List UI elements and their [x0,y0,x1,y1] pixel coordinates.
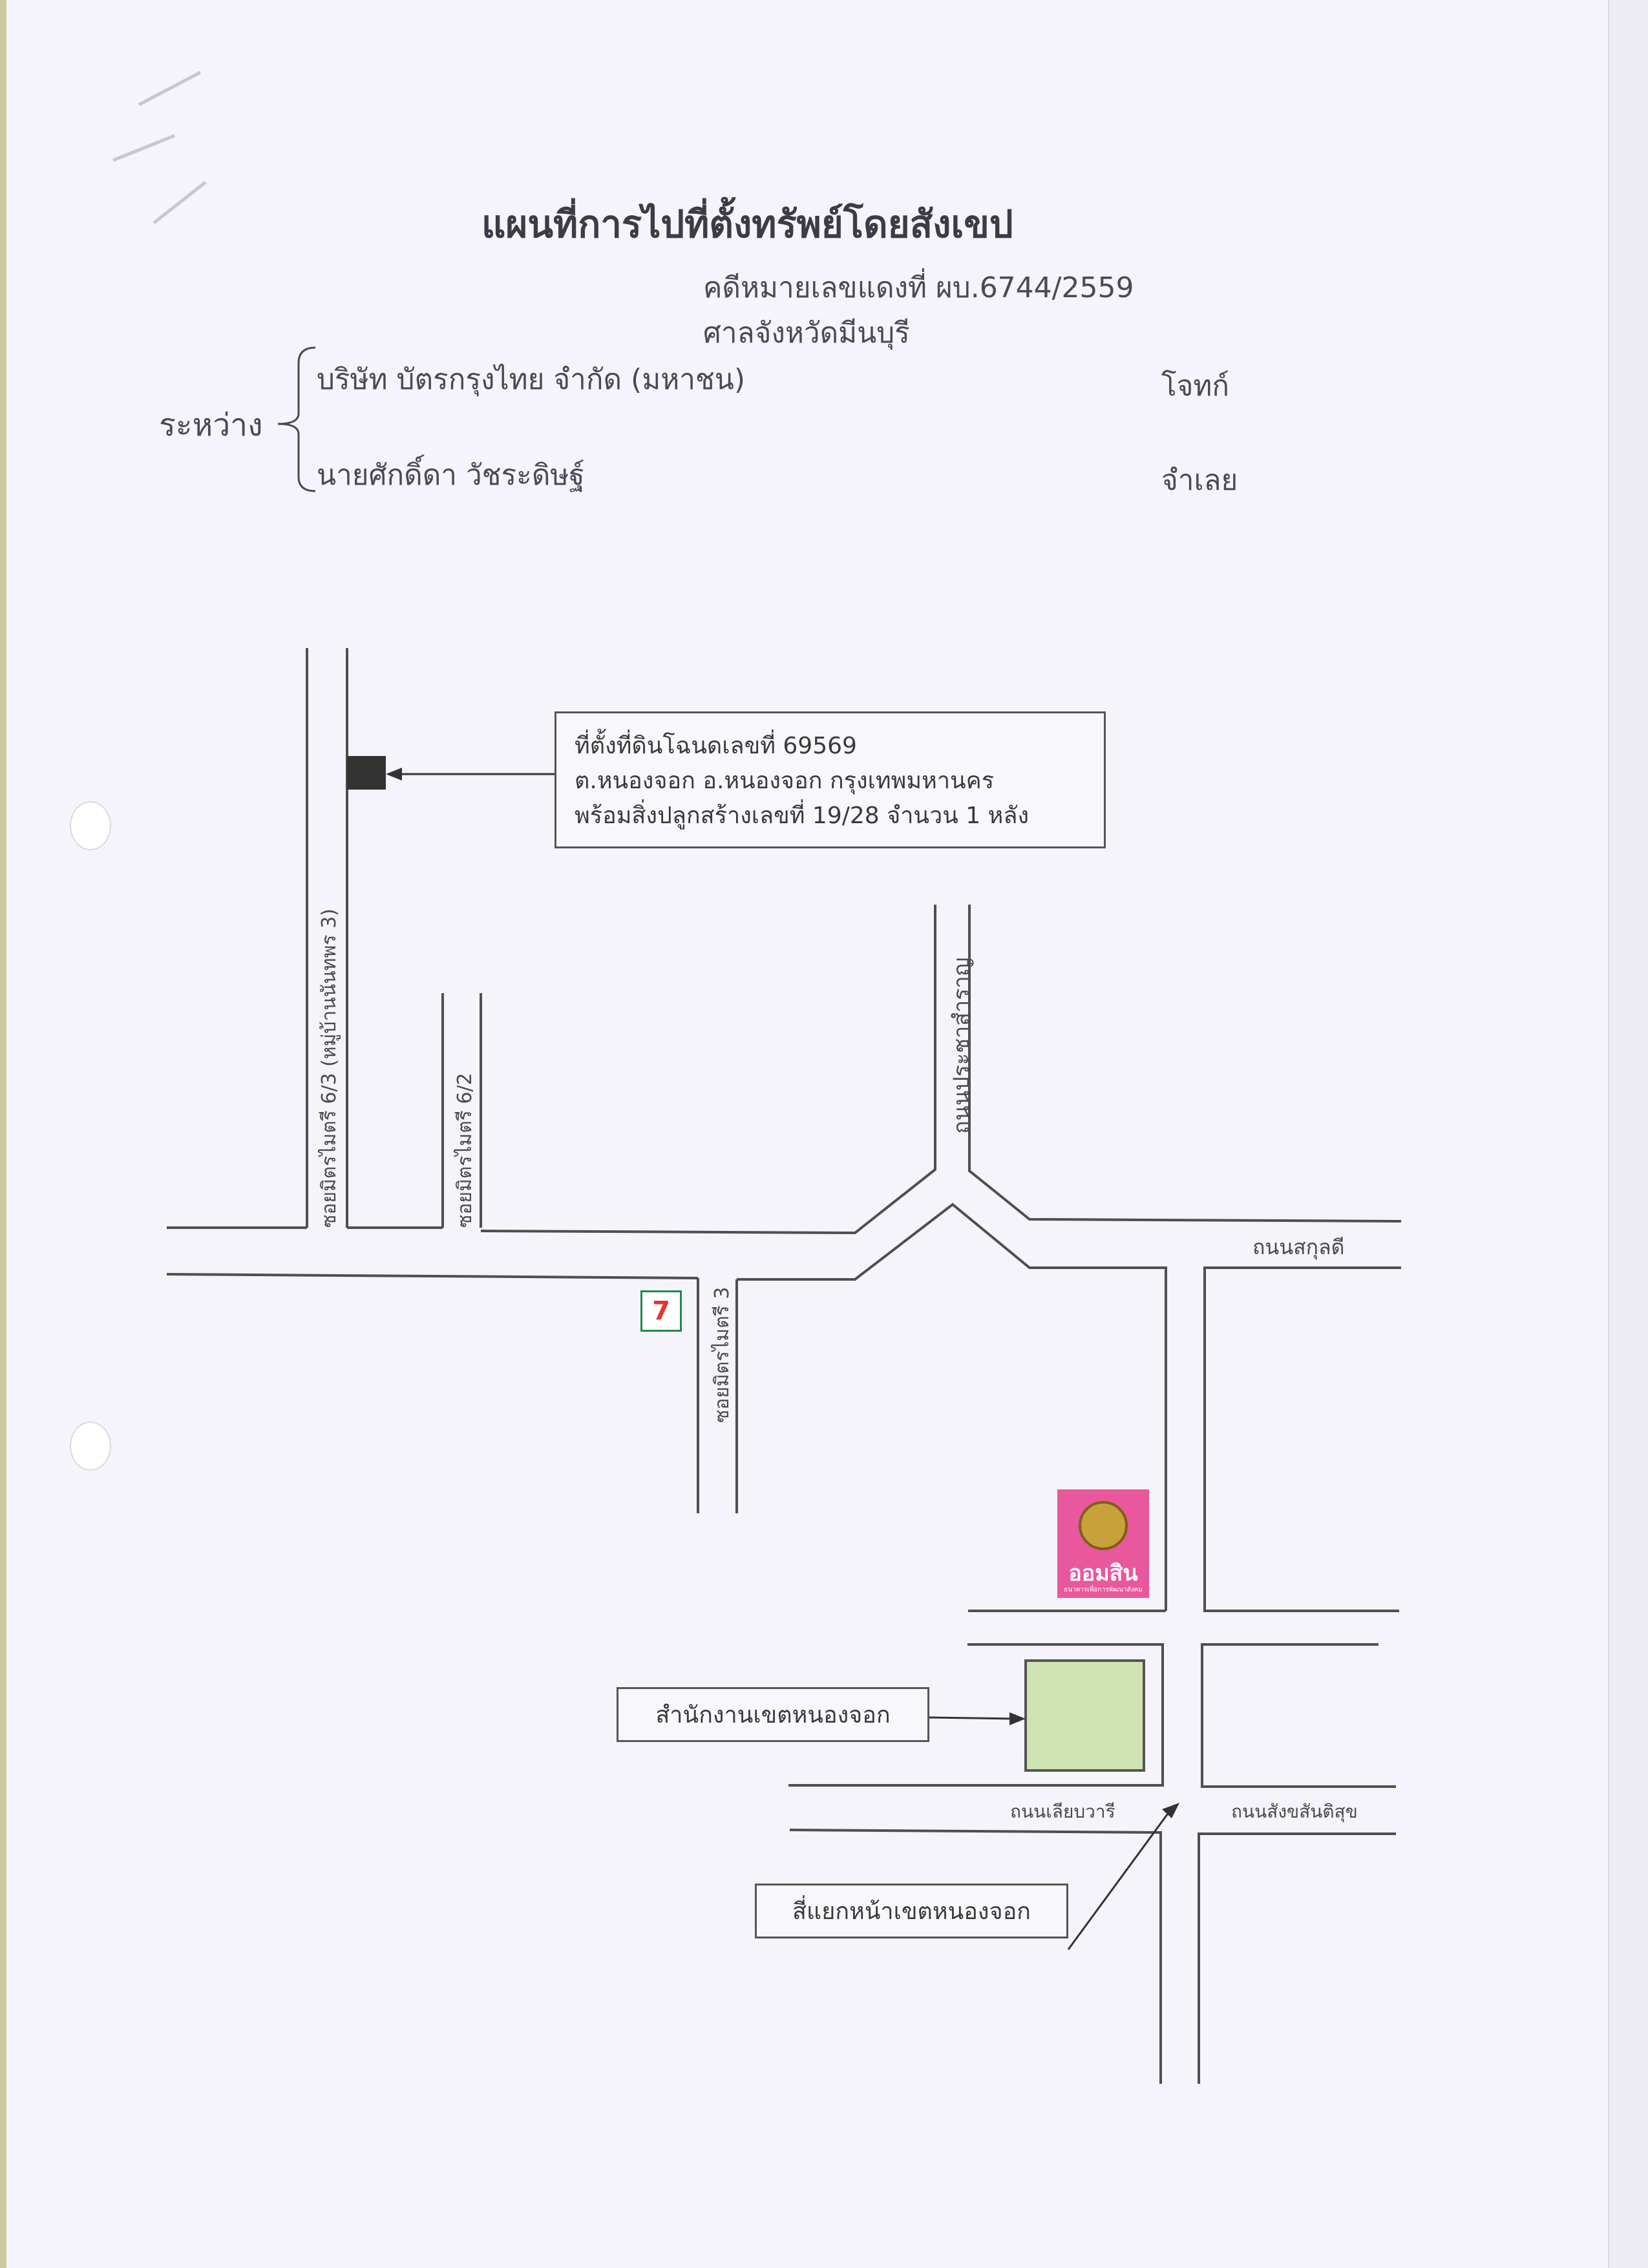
plaintiff-name: บริษัท บัตรกรุงไทย จำกัด (มหาชน) [317,363,746,396]
gsb-seal-icon [1079,1501,1128,1550]
gsb-bank-icon: ออมสิน ธนาคารเพื่อการพัฒนาสังคม [1057,1489,1149,1598]
road-label-sukhaphiban: ถนนสกุลดี [1252,1235,1345,1259]
page-edge [1608,0,1648,2268]
road-label-sangkhasan-tisuk: ถนนสังขสันติสุข [1231,1801,1358,1822]
staple-marks [112,70,207,224]
defendant-role: จำเลย [1161,464,1238,497]
property-building-line: พร้อมสิ่งปลูกสร้างเลขที่ 19/28 จำนวน 1 ห… [575,803,1030,829]
party-brace [277,346,316,492]
gsb-sub-label: ธนาคารเพื่อการพัฒนาสังคม [1064,1586,1143,1593]
gsb-label: ออมสิน [1068,1560,1138,1586]
property-info-box: ที่ตั้งที่ดินโฉนดเลขที่ 69569 ต.หนองจอก … [555,711,1106,848]
property-location-line: ต.หนองจอก อ.หนองจอก กรุงเทพมหานคร [575,768,995,794]
plaintiff-role: โจทก์ [1161,370,1230,403]
punch-hole-bottom [70,1422,111,1471]
property-deed-line: ที่ตั้งที่ดินโฉนดเลขที่ 69569 [575,733,857,759]
seven-eleven-label: 7 [652,1296,670,1326]
case-number: คดีหมายเลขแดงที่ ผบ.6744/2559 [703,271,1134,304]
page-title: แผนที่การไปที่ตั้งทรัพย์โดยสังเขป [481,202,1013,246]
seven-eleven-icon: 7 [640,1290,682,1332]
district-office-label: สำนักงานเขตหนองจอก [655,1702,891,1728]
scan-edge [0,0,6,2268]
defendant-name: นายศักดิ์ดา วัชระดิษฐ์ [317,459,585,492]
punch-hole-top [70,801,111,850]
court-name: ศาลจังหวัดมีนบุรี [703,317,910,350]
road-label-liap-wari: ถนนเลียบวารี [1010,1801,1115,1822]
intersection-label-box: สี่แยกหน้าเขตหนองจอก [755,1884,1068,1938]
district-office-label-box: สำนักงานเขตหนองจอก [617,1687,929,1742]
between-label: ระหว่าง [159,407,263,443]
intersection-label: สี่แยกหน้าเขตหนองจอก [792,1898,1031,1925]
